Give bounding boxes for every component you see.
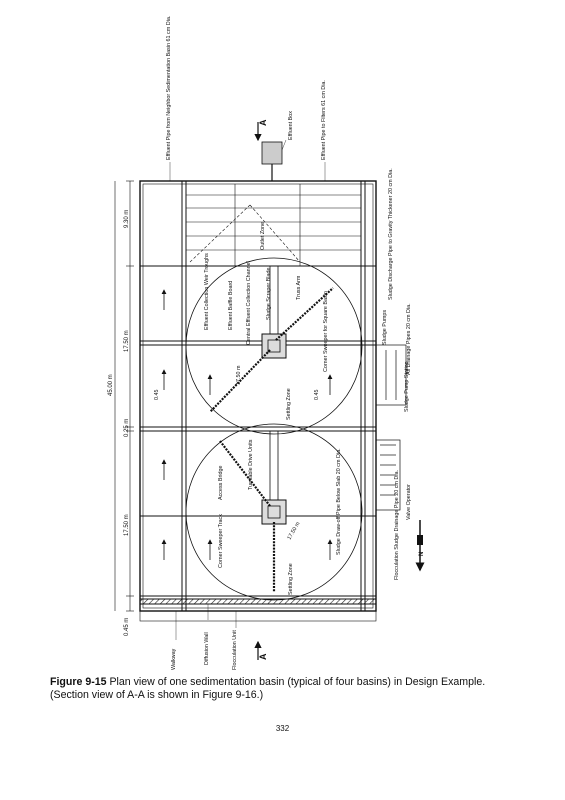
dim-overall: 45.00 m xyxy=(108,374,114,396)
dimension-line xyxy=(114,180,134,612)
label-outlet-zone: Outlet Zone xyxy=(260,222,266,250)
inner-1750-left: 17.50 m xyxy=(236,365,242,385)
label-effluent-pipe-filters: Effluent Pipe to Filters 61 cm Dia. xyxy=(321,80,327,160)
label-weir-troughs: Effluent Collection Weir Troughs xyxy=(204,253,210,330)
outlet-zone-troughs xyxy=(186,184,361,266)
label-truss-arm: Truss Arm xyxy=(296,275,302,300)
figure-caption-text: Plan view of one sedimentation basin (ty… xyxy=(50,676,486,701)
label-sludge-scraper-blade: Sludge Scraper Blade xyxy=(266,268,272,320)
dim-d4: 17.50 m xyxy=(124,330,130,352)
section-mark-top: A xyxy=(258,119,268,126)
north-label: N xyxy=(419,552,425,556)
label-settling-zone-top: Settling Zone xyxy=(286,388,292,420)
access-bridges xyxy=(269,266,279,500)
label-effluent-pipe-neighbor: Effluent Pipe from Neighbor Sedimentatio… xyxy=(166,16,172,160)
flocculation-band xyxy=(139,598,377,622)
label-sludge-draw-off: Sludge Draw-off Pipe Below Slab 20 cm Di… xyxy=(336,448,342,555)
leader-lines xyxy=(169,139,326,640)
label-central-channel: Central Effluent Collection Channel xyxy=(246,261,252,345)
label-sludge-pump-station: Sludge Pump Station xyxy=(404,361,410,412)
label-all-drainage-pipes: All Drainage Pipes 20 cm Dia. xyxy=(406,303,412,375)
effluent-box xyxy=(261,141,283,181)
dim-d2: 17.50 m xyxy=(124,514,130,536)
label-valve-operator: Valve Operator xyxy=(406,484,412,520)
north-arrow: N xyxy=(415,520,425,572)
page-number: 332 xyxy=(275,724,290,733)
turntable-drive-units xyxy=(261,333,287,525)
truss-arms xyxy=(209,287,334,592)
label-sludge-pumps: Sludge Pumps xyxy=(382,310,388,345)
section-marks: A A xyxy=(254,119,268,660)
section-mark-bottom: A xyxy=(258,653,268,660)
dimension-labels: 45.00 m 9.30 m 17.50 m 0.25 m 17.50 m 0.… xyxy=(108,210,130,636)
top-labels: Effluent Pipe from Neighbor Sedimentatio… xyxy=(166,16,329,420)
figure-label: Figure 9-15 xyxy=(50,676,107,688)
inner-045-right: 0.45 xyxy=(314,390,320,401)
label-corner-sweeper-square: Corner Sweeper for Square Basin xyxy=(323,291,329,372)
inner-dimension-labels: 0.45 17.50 m 0.45 17.50 m xyxy=(154,365,320,541)
label-floc-drainage-pipe: Flocculation Sludge Drainage Pipe 20 cm … xyxy=(394,470,400,580)
label-access-bridge: Access Bridge xyxy=(218,466,224,500)
flow-arrows xyxy=(161,289,333,560)
dim-d1: 0.45 m xyxy=(124,618,130,636)
label-corner-sweeper-track: Corner Sweeper Track xyxy=(218,514,224,568)
inner-diag: 17.50 m xyxy=(287,521,302,541)
right-labels: Sludge Discharge Pipe to Gravity Thicken… xyxy=(382,168,412,580)
sludge-pump-station xyxy=(375,344,407,511)
label-settling-zone-bottom: Settling Zone xyxy=(288,563,294,595)
label-effluent-box: Effluent Box xyxy=(288,111,294,140)
label-baffle-board: Effluent Baffle Board xyxy=(228,281,234,330)
label-diffusion-wall: Diffusion Wall xyxy=(204,632,210,665)
dim-d5: 9.30 m xyxy=(124,210,130,228)
label-walkway: Walkway xyxy=(171,648,177,670)
dim-d3: 0.25 m xyxy=(124,419,130,437)
figure-caption: Figure 9-15 Plan view of one sedimentati… xyxy=(50,676,520,702)
label-flocculation-unit: Flocculation Unit xyxy=(232,630,238,670)
inner-045-left: 0.45 xyxy=(154,390,160,401)
label-sludge-discharge-pipe: Sludge Discharge Pipe to Gravity Thicken… xyxy=(388,168,394,300)
lower-labels: Access Bridge Turntable Drive Units Corn… xyxy=(171,439,342,670)
label-turntable-drive-units: Turntable Drive Units xyxy=(248,439,254,490)
